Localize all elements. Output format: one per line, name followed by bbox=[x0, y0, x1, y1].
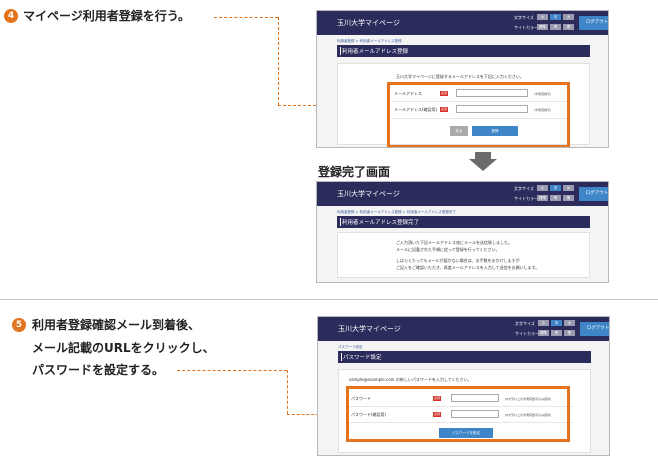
step-5-connector-v bbox=[287, 370, 288, 414]
site-color-label: サイトカラー bbox=[514, 25, 538, 30]
page-title-bar-2: 利用者メールアドレス登録完了 bbox=[337, 216, 590, 228]
color-blue-button-2[interactable]: 青 bbox=[550, 195, 561, 201]
color-black-button[interactable]: 黒 bbox=[563, 24, 574, 30]
highlight-frame bbox=[387, 82, 570, 147]
instruction-text: 玉川大学マイページに登録するメールアドレスを下記に入力ください。 bbox=[396, 74, 524, 79]
message-line-4: ご記入をご確認いただき、再度メールアドレスを入力して送信をお願いします。 bbox=[396, 265, 540, 270]
step-5-line-3: パスワードを設定する。 bbox=[32, 363, 165, 377]
color-blue-button[interactable]: 青 bbox=[550, 24, 561, 30]
step-4-badge: 4 bbox=[4, 9, 18, 23]
message-panel: ご入力頂いた下記メールアドレス宛にメールを送信致しました。 メールに記載された手… bbox=[337, 232, 590, 278]
font-medium-button[interactable]: 中 bbox=[550, 14, 561, 20]
site-title: 玉川大学マイページ bbox=[337, 19, 400, 27]
font-small-button-2[interactable]: 小 bbox=[537, 185, 548, 191]
step-5-connector-h2 bbox=[287, 414, 343, 415]
row-divider-3 bbox=[347, 406, 573, 407]
step-4-connector-v bbox=[278, 17, 279, 105]
email-input[interactable] bbox=[456, 89, 528, 97]
register-button[interactable]: 登録 bbox=[472, 126, 518, 136]
site-header-2: 玉川大学マイページ 文字サイズ サイトカラー 小 中 大 標準 青 黒 ログアウ… bbox=[317, 182, 608, 206]
logout-button-2[interactable]: ログアウト bbox=[579, 187, 608, 201]
step-4-connector bbox=[214, 17, 278, 18]
page-title-bar: 利用者メールアドレス登録 bbox=[337, 45, 590, 57]
message-line-3: しばらくたってもメールが届かない場合は、お手数をおかけしますが bbox=[396, 258, 520, 263]
breadcrumb-2[interactable]: 利用者登録 > 利用者メールアドレス登録 > 利用者メールアドレス登録完了 bbox=[337, 210, 456, 214]
row-divider bbox=[392, 101, 570, 102]
breadcrumb-3[interactable]: パスワード設定 bbox=[338, 345, 363, 349]
step-4-text: マイページ利用者登録を行う。 bbox=[23, 9, 191, 23]
down-arrow-icon bbox=[469, 159, 497, 171]
email-registration-screen: 玉川大学マイページ 文字サイズ サイトカラー 小 中 大 標準 青 黒 ログアウ… bbox=[316, 10, 609, 148]
email-confirm-note: (半角英数字) bbox=[534, 108, 552, 112]
page-title: 利用者メールアドレス登録 bbox=[342, 49, 409, 55]
site-title-2: 玉川大学マイページ bbox=[337, 190, 400, 198]
site-header: 玉川大学マイページ 文字サイズ サイトカラー 小 中 大 標準 青 黒 ログアウ… bbox=[317, 11, 608, 35]
password-label: パスワード bbox=[351, 396, 371, 401]
breadcrumb[interactable]: 利用者登録 > 利用者メールアドレス登録 bbox=[337, 39, 402, 43]
complete-screen-label: 登録完了画面 bbox=[318, 165, 391, 179]
email-note: (半角英数字) bbox=[534, 92, 552, 96]
email-confirm-input[interactable] bbox=[456, 105, 528, 113]
color-standard-button-2[interactable]: 標準 bbox=[537, 195, 548, 201]
message-line-2: メールに記載された手順に従って登録を行ってください。 bbox=[396, 247, 500, 252]
password-note: (8文字以上の半角英数字のみ使用) bbox=[505, 397, 552, 401]
site-color-label-3: サイトカラー bbox=[515, 331, 539, 336]
font-medium-button-2[interactable]: 中 bbox=[550, 185, 561, 191]
email-label: メールアドレス bbox=[394, 91, 422, 96]
password-instruction: sample@example.com の新しいパスワードを入力してください。 bbox=[349, 377, 472, 382]
highlight-frame-2 bbox=[346, 386, 570, 442]
font-size-label-2: 文字サイズ bbox=[514, 186, 534, 191]
site-color-label-2: サイトカラー bbox=[514, 196, 538, 201]
color-black-button-2[interactable]: 黒 bbox=[563, 195, 574, 201]
font-medium-button-3[interactable]: 中 bbox=[551, 320, 562, 326]
page-title-bar-3: パスワード設定 bbox=[338, 351, 591, 363]
font-large-button-2[interactable]: 大 bbox=[563, 185, 574, 191]
logout-button[interactable]: ログアウト bbox=[579, 16, 608, 30]
font-size-label-3: 文字サイズ bbox=[515, 321, 535, 326]
section-divider bbox=[0, 299, 658, 300]
registration-complete-screen: 玉川大学マイページ 文字サイズ サイトカラー 小 中 大 標準 青 黒 ログアウ… bbox=[316, 181, 609, 283]
password-confirm-note: (8文字以上の半角英数字のみ使用) bbox=[505, 413, 552, 417]
password-input[interactable] bbox=[451, 394, 499, 402]
site-title-3: 玉川大学マイページ bbox=[338, 325, 401, 333]
step-5-badge: 5 bbox=[12, 318, 26, 332]
required-badge: 必須 bbox=[440, 91, 448, 96]
row-divider-2 bbox=[392, 118, 570, 119]
color-blue-button-3[interactable]: 青 bbox=[551, 330, 562, 336]
set-password-button[interactable]: パスワードを設定 bbox=[439, 428, 493, 438]
message-line-1: ご入力頂いた下記メールアドレス宛にメールを送信致しました。 bbox=[396, 240, 512, 245]
font-small-button[interactable]: 小 bbox=[537, 14, 548, 20]
font-large-button-3[interactable]: 大 bbox=[564, 320, 575, 326]
page-title-3: パスワード設定 bbox=[343, 355, 382, 361]
site-header-3: 玉川大学マイページ 文字サイズ サイトカラー 小 中 大 標準 青 黒 ログアウ… bbox=[318, 317, 609, 341]
password-setting-screen: 玉川大学マイページ 文字サイズ サイトカラー 小 中 大 標準 青 黒 ログアウ… bbox=[317, 316, 610, 456]
required-badge-2: 必須 bbox=[440, 107, 448, 112]
color-standard-button-3[interactable]: 標準 bbox=[538, 330, 549, 336]
back-button[interactable]: 戻る bbox=[450, 126, 468, 136]
required-badge-3: 必須 bbox=[433, 396, 441, 401]
font-size-label: 文字サイズ bbox=[514, 15, 534, 20]
font-small-button-3[interactable]: 小 bbox=[538, 320, 549, 326]
font-large-button[interactable]: 大 bbox=[563, 14, 574, 20]
row-divider-4 bbox=[347, 422, 573, 423]
down-arrow-shaft bbox=[475, 152, 491, 160]
color-black-button-3[interactable]: 黒 bbox=[564, 330, 575, 336]
color-standard-button[interactable]: 標準 bbox=[537, 24, 548, 30]
password-confirm-input[interactable] bbox=[451, 410, 499, 418]
password-confirm-label: パスワード(確認用) bbox=[351, 412, 387, 417]
logout-button-3[interactable]: ログアウト bbox=[580, 322, 609, 336]
required-badge-4: 必須 bbox=[433, 412, 441, 417]
email-confirm-label: メールアドレス(確認用) bbox=[394, 107, 438, 112]
page-title-2: 利用者メールアドレス登録完了 bbox=[342, 220, 420, 226]
form-panel: 玉川大学マイページに登録するメールアドレスを下記に入力ください。 メールアドレス… bbox=[337, 63, 590, 145]
step-5-line-1: 利用者登録確認メール到着後、 bbox=[32, 318, 201, 332]
step-5-line-2: メール記載のURLをクリックし、 bbox=[32, 341, 215, 355]
step-5-connector bbox=[177, 370, 287, 371]
